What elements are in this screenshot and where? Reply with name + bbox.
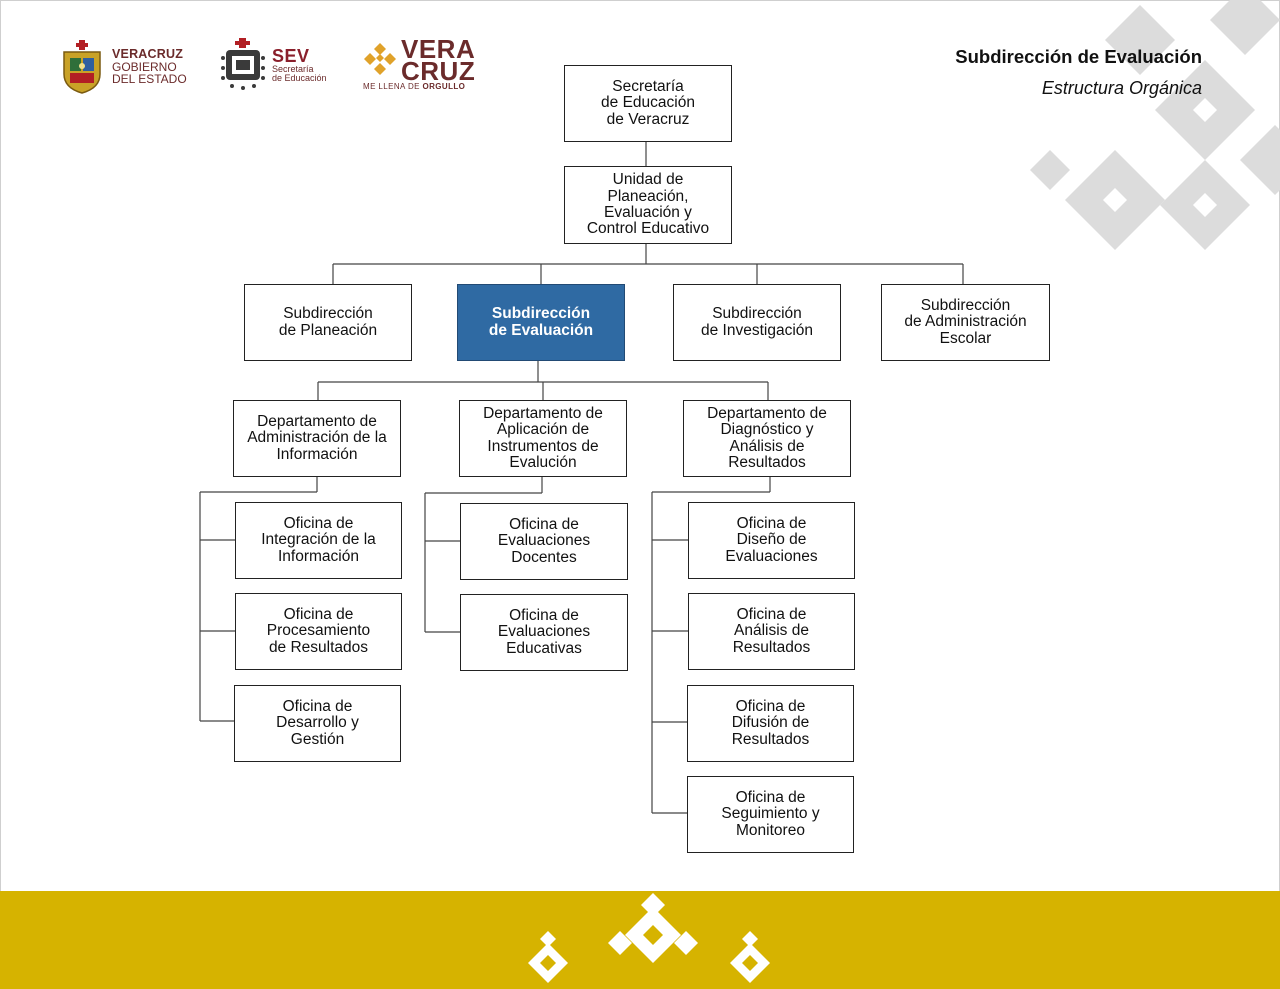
footer-motif-graphic <box>528 893 770 983</box>
page-subtitle: Estructura Orgánica <box>1041 78 1202 98</box>
org-box-oficina-seguimiento: Oficina de Seguimiento y Monitoreo <box>687 776 854 853</box>
sev-emblem-icon <box>221 38 265 90</box>
brand-word-vera: VERA <box>401 34 476 64</box>
background-pattern-graphic <box>1030 0 1280 250</box>
sev-line2: de Educación <box>272 73 327 84</box>
org-box-oficina-difusion: Oficina de Difusión de Resultados <box>687 685 854 762</box>
coat-of-arms-icon <box>63 40 101 94</box>
sev-line1: Secretaría <box>272 64 314 74</box>
gobierno-line1: VERACRUZ <box>112 47 184 62</box>
org-box-subdireccion-evaluacion: Subdirección de Evaluación <box>457 284 625 361</box>
org-box-unidad-planeacion: Unidad de Planeación, Evaluación y Contr… <box>564 166 732 244</box>
brand-slogan: ME LLENA DE ORGULLO <box>363 82 465 91</box>
brand-slogan-plain: ME LLENA DE <box>363 82 423 91</box>
org-box-depto-administracion-informacion: Departamento de Administración de la Inf… <box>233 400 401 477</box>
org-box-oficina-evaluaciones-docentes: Oficina de Evaluaciones Docentes <box>460 503 628 580</box>
org-box-subdireccion-investigacion: Subdirección de Investigación <box>673 284 841 361</box>
org-box-secretaria: Secretaría de Educación de Veracruz <box>564 65 732 142</box>
brand-word-cruz: CRUZ <box>401 56 476 87</box>
brand-slogan-bold: ORGULLO <box>422 82 466 91</box>
org-box-oficina-procesamiento: Oficina de Procesamiento de Resultados <box>235 593 402 670</box>
org-box-subdireccion-administracion: Subdirección de Administración Escolar <box>881 284 1050 361</box>
veracruz-brand-logo: VERA CRUZ <box>363 34 476 87</box>
org-box-oficina-evaluaciones-educativas: Oficina de Evaluaciones Educativas <box>460 594 628 671</box>
gobierno-veracruz-logo: VERACRUZ GOBIERNO DEL ESTADO <box>60 40 187 94</box>
org-box-subdireccion-planeacion: Subdirección de Planeación <box>244 284 412 361</box>
gobierno-line2: GOBIERNO <box>112 60 177 75</box>
org-box-oficina-integracion: Oficina de Integración de la Información <box>235 502 402 579</box>
sev-logo: SEV Secretaría de Educación <box>220 38 327 92</box>
org-box-depto-aplicacion-instrumentos: Departamento de Aplicación de Instrument… <box>459 400 627 477</box>
org-box-oficina-desarrollo: Oficina de Desarrollo y Gestión <box>234 685 401 762</box>
org-box-depto-diagnostico: Departamento de Diagnóstico y Análisis d… <box>683 400 851 477</box>
gobierno-line3: DEL ESTADO <box>112 72 187 87</box>
org-box-oficina-diseno: Oficina de Diseño de Evaluaciones <box>688 502 855 579</box>
knot-motif-icon <box>364 43 396 76</box>
sev-name: SEV <box>272 45 310 66</box>
org-box-oficina-analisis: Oficina de Análisis de Resultados <box>688 593 855 670</box>
page-title: Subdirección de Evaluación <box>955 46 1202 67</box>
